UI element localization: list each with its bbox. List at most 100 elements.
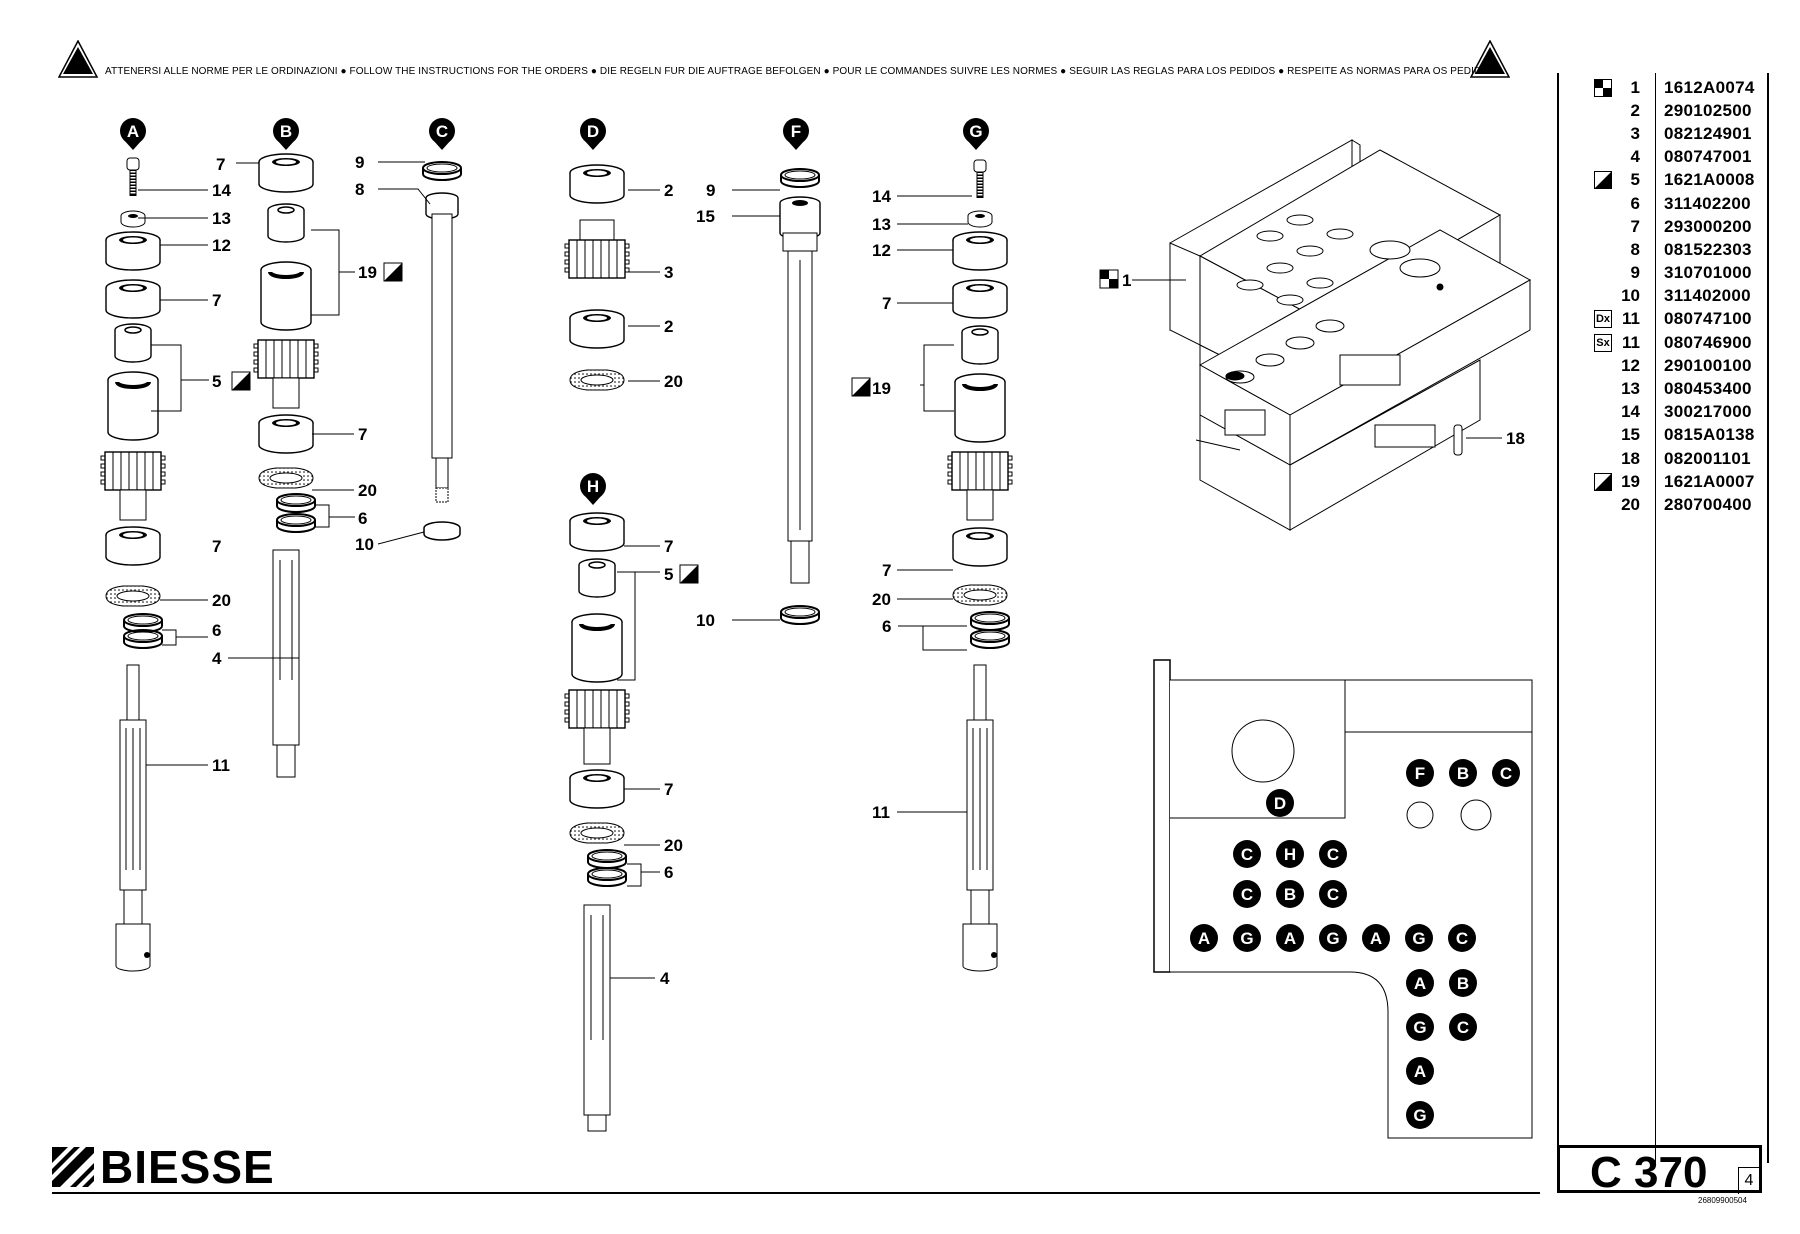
svg-text:8: 8 — [355, 180, 364, 199]
position-marker-label: C — [1457, 1018, 1469, 1037]
biesse-logo: BIESSE — [52, 1141, 275, 1193]
svg-text:20: 20 — [664, 836, 683, 855]
position-marker-label: B — [1284, 885, 1296, 904]
parts-list-divider — [1655, 73, 1656, 1163]
warning-triangle-icon — [58, 40, 98, 78]
svg-text:7: 7 — [212, 291, 221, 310]
position-marker-label: A — [1198, 929, 1210, 948]
svg-text:4: 4 — [212, 649, 222, 668]
brand-name: BIESSE — [100, 1141, 275, 1193]
position-marker-label: D — [1274, 794, 1286, 813]
position-marker-label: G — [1240, 929, 1253, 948]
position-marker — [1406, 1013, 1434, 1041]
position-marker-label: C — [1241, 885, 1253, 904]
position-marker-label: C — [1456, 929, 1468, 948]
part-code: 280700400 — [1664, 494, 1752, 514]
svg-text:12: 12 — [212, 236, 231, 255]
part-code: 293000200 — [1664, 216, 1752, 236]
part-number: 8 — [1630, 239, 1640, 259]
position-marker-label: A — [1284, 929, 1296, 948]
svg-text:4: 4 — [660, 969, 670, 988]
svg-text:10: 10 — [696, 611, 715, 630]
warning-triangle-icon — [1470, 40, 1510, 78]
position-marker-label: C — [1327, 845, 1339, 864]
position-marker — [1233, 840, 1261, 868]
order-instructions-text: ATTENERSI ALLE NORME PER LE ORDINAZIONI … — [105, 66, 1496, 77]
spindle-head-body — [1169, 139, 1532, 531]
svg-text:7: 7 — [358, 425, 367, 444]
part-code: 0815A0138 — [1664, 425, 1755, 445]
svg-text:10: 10 — [355, 535, 374, 554]
position-marker — [1448, 924, 1476, 952]
svg-text:1: 1 — [1122, 271, 1131, 290]
position-marker — [1492, 759, 1520, 787]
assembly-a-marker: A — [127, 122, 139, 141]
position-marker — [1276, 880, 1304, 908]
assembly-g-marker: G — [969, 122, 982, 141]
svg-text:6: 6 — [212, 621, 221, 640]
part-code: 080747100 — [1664, 309, 1752, 329]
position-marker — [1276, 840, 1304, 868]
position-marker-label: C — [1241, 845, 1253, 864]
position-marker-label: A — [1414, 1062, 1426, 1081]
position-marker — [1449, 759, 1477, 787]
assembly-c: C 9 8 10 — [355, 118, 462, 554]
position-marker-label: F — [1415, 764, 1425, 783]
svg-text:6: 6 — [358, 509, 367, 528]
part-code: 082124901 — [1664, 123, 1752, 143]
position-marker — [1190, 924, 1218, 952]
position-marker — [1319, 840, 1347, 868]
svg-text:20: 20 — [664, 372, 683, 391]
parts-list-panel — [1557, 73, 1769, 1163]
svg-text:2: 2 — [664, 317, 673, 336]
position-marker — [1406, 759, 1434, 787]
position-marker — [1406, 969, 1434, 997]
part-code: 082001101 — [1664, 448, 1751, 468]
position-marker-label: H — [1284, 845, 1296, 864]
part-number: 7 — [1630, 216, 1640, 236]
part-code: 1621A0007 — [1664, 471, 1755, 491]
svg-text:13: 13 — [872, 215, 891, 234]
position-marker-label: G — [1413, 1018, 1426, 1037]
part-code: 290100100 — [1664, 355, 1752, 375]
part-number: 6 — [1630, 193, 1640, 213]
position-marker — [1276, 924, 1304, 952]
part-number: 1 — [1630, 77, 1640, 97]
position-marker — [1449, 969, 1477, 997]
position-marker-label: G — [1413, 1106, 1426, 1125]
svg-text:6: 6 — [664, 863, 673, 882]
position-marker-label: B — [1457, 764, 1469, 783]
part-number: 3 — [1630, 123, 1640, 143]
part-code: 310701000 — [1664, 263, 1752, 283]
part-number: 18 — [1621, 448, 1640, 468]
svg-text:14: 14 — [872, 187, 891, 206]
half-fill-symbol-icon — [1594, 171, 1612, 190]
part-code: 1621A0008 — [1664, 170, 1755, 190]
part-number: 10 — [1621, 286, 1640, 306]
position-marker-label: C — [1327, 885, 1339, 904]
assembly-g: G 14 13 12 7 19 7 20 6 11 — [851, 118, 1013, 972]
parts-list-row: 18 082001101 — [1590, 447, 1765, 470]
position-marker — [1266, 789, 1294, 817]
part-number: 2 — [1630, 100, 1640, 120]
assembly-b-marker: B — [280, 122, 292, 141]
part-number: 4 — [1630, 147, 1640, 167]
part-number: 11 — [1622, 309, 1640, 329]
svg-text:19: 19 — [358, 263, 377, 282]
svg-text:5: 5 — [212, 372, 221, 391]
parts-list-row: 7 293000200 — [1590, 215, 1765, 238]
assembly-h-marker: H — [587, 477, 599, 496]
svg-text:18: 18 — [1506, 429, 1525, 448]
